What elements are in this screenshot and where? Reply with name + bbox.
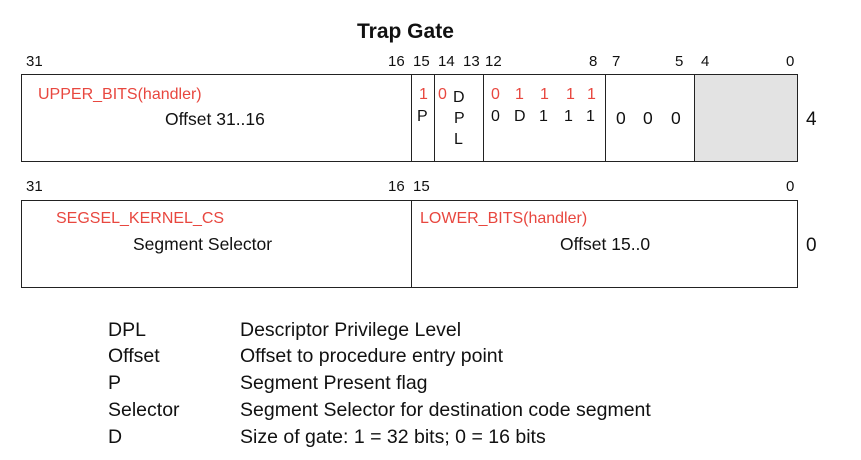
legend-term: DPL — [108, 319, 146, 341]
type-bit: 0 — [491, 108, 500, 125]
legend-term: P — [108, 372, 122, 394]
type-annotation-bit: 1 — [515, 86, 524, 103]
bit-label: 16 — [388, 53, 405, 70]
row-offset-index: 0 — [806, 235, 817, 256]
bit-label: 31 — [26, 53, 43, 70]
p-field-label: P — [417, 108, 428, 125]
type-bit: 1 — [586, 108, 595, 125]
row-offset-index: 4 — [806, 109, 817, 130]
zero-bit: 0 — [643, 108, 653, 128]
field-divider — [605, 75, 607, 161]
descriptor-row-low — [21, 200, 798, 288]
dpl-annotation: 0 — [438, 86, 447, 103]
legend-term: Offset — [108, 345, 160, 367]
dpl-letter: L — [454, 131, 463, 148]
bit-label: 5 — [675, 53, 684, 70]
legend-description: Segment Selector for destination code se… — [240, 399, 651, 421]
bit-label: 0 — [786, 178, 795, 195]
type-bit: 1 — [539, 108, 548, 125]
legend-description: Size of gate: 1 = 32 bits; 0 = 16 bits — [240, 426, 546, 448]
zero-bit: 0 — [616, 108, 626, 128]
field-divider — [434, 75, 436, 161]
lower-bits-annotation: LOWER_BITS(handler) — [420, 210, 588, 227]
bit-label: 16 — [388, 178, 405, 195]
zero-bit: 0 — [671, 108, 681, 128]
bit-label: 13 — [463, 53, 480, 70]
segsel-annotation: SEGSEL_KERNEL_CS — [56, 210, 225, 227]
legend-description: Segment Present flag — [240, 372, 428, 394]
legend-term: D — [108, 426, 123, 448]
bit-label: 7 — [612, 53, 621, 70]
field-divider — [694, 75, 696, 161]
legend-term: Selector — [108, 399, 180, 421]
type-annotation-bit: 1 — [566, 86, 575, 103]
dpl-letter: D — [453, 89, 465, 106]
bit-label: 4 — [701, 53, 710, 70]
dpl-letter: P — [454, 110, 465, 127]
descriptor-row-high — [21, 74, 798, 162]
p-annotation: 1 — [419, 86, 428, 103]
legend-description: Offset to procedure entry point — [240, 345, 504, 367]
bit-label: 15 — [413, 178, 430, 195]
bit-label: 12 — [485, 53, 502, 70]
legend-description: Descriptor Privilege Level — [240, 319, 462, 341]
type-bit: D — [514, 108, 526, 125]
reserved-field — [695, 75, 797, 161]
type-annotation-bit: 0 — [491, 86, 500, 103]
type-annotation-bit: 1 — [587, 86, 596, 103]
bit-label: 14 — [438, 53, 455, 70]
field-divider — [411, 75, 413, 161]
type-bit: 1 — [564, 108, 573, 125]
upper-bits-annotation: UPPER_BITS(handler) — [38, 86, 202, 103]
type-annotation-bit: 1 — [540, 86, 549, 103]
bit-label: 0 — [786, 53, 795, 70]
segment-selector-label: Segment Selector — [133, 234, 273, 254]
bit-label: 31 — [26, 178, 43, 195]
diagram-title: Trap Gate — [357, 20, 454, 43]
field-divider — [411, 201, 413, 287]
offset-high-label: Offset 31..16 — [165, 109, 265, 129]
offset-low-label: Offset 15..0 — [560, 234, 651, 254]
bit-label: 15 — [413, 53, 430, 70]
field-divider — [483, 75, 485, 161]
bit-label: 8 — [589, 53, 598, 70]
